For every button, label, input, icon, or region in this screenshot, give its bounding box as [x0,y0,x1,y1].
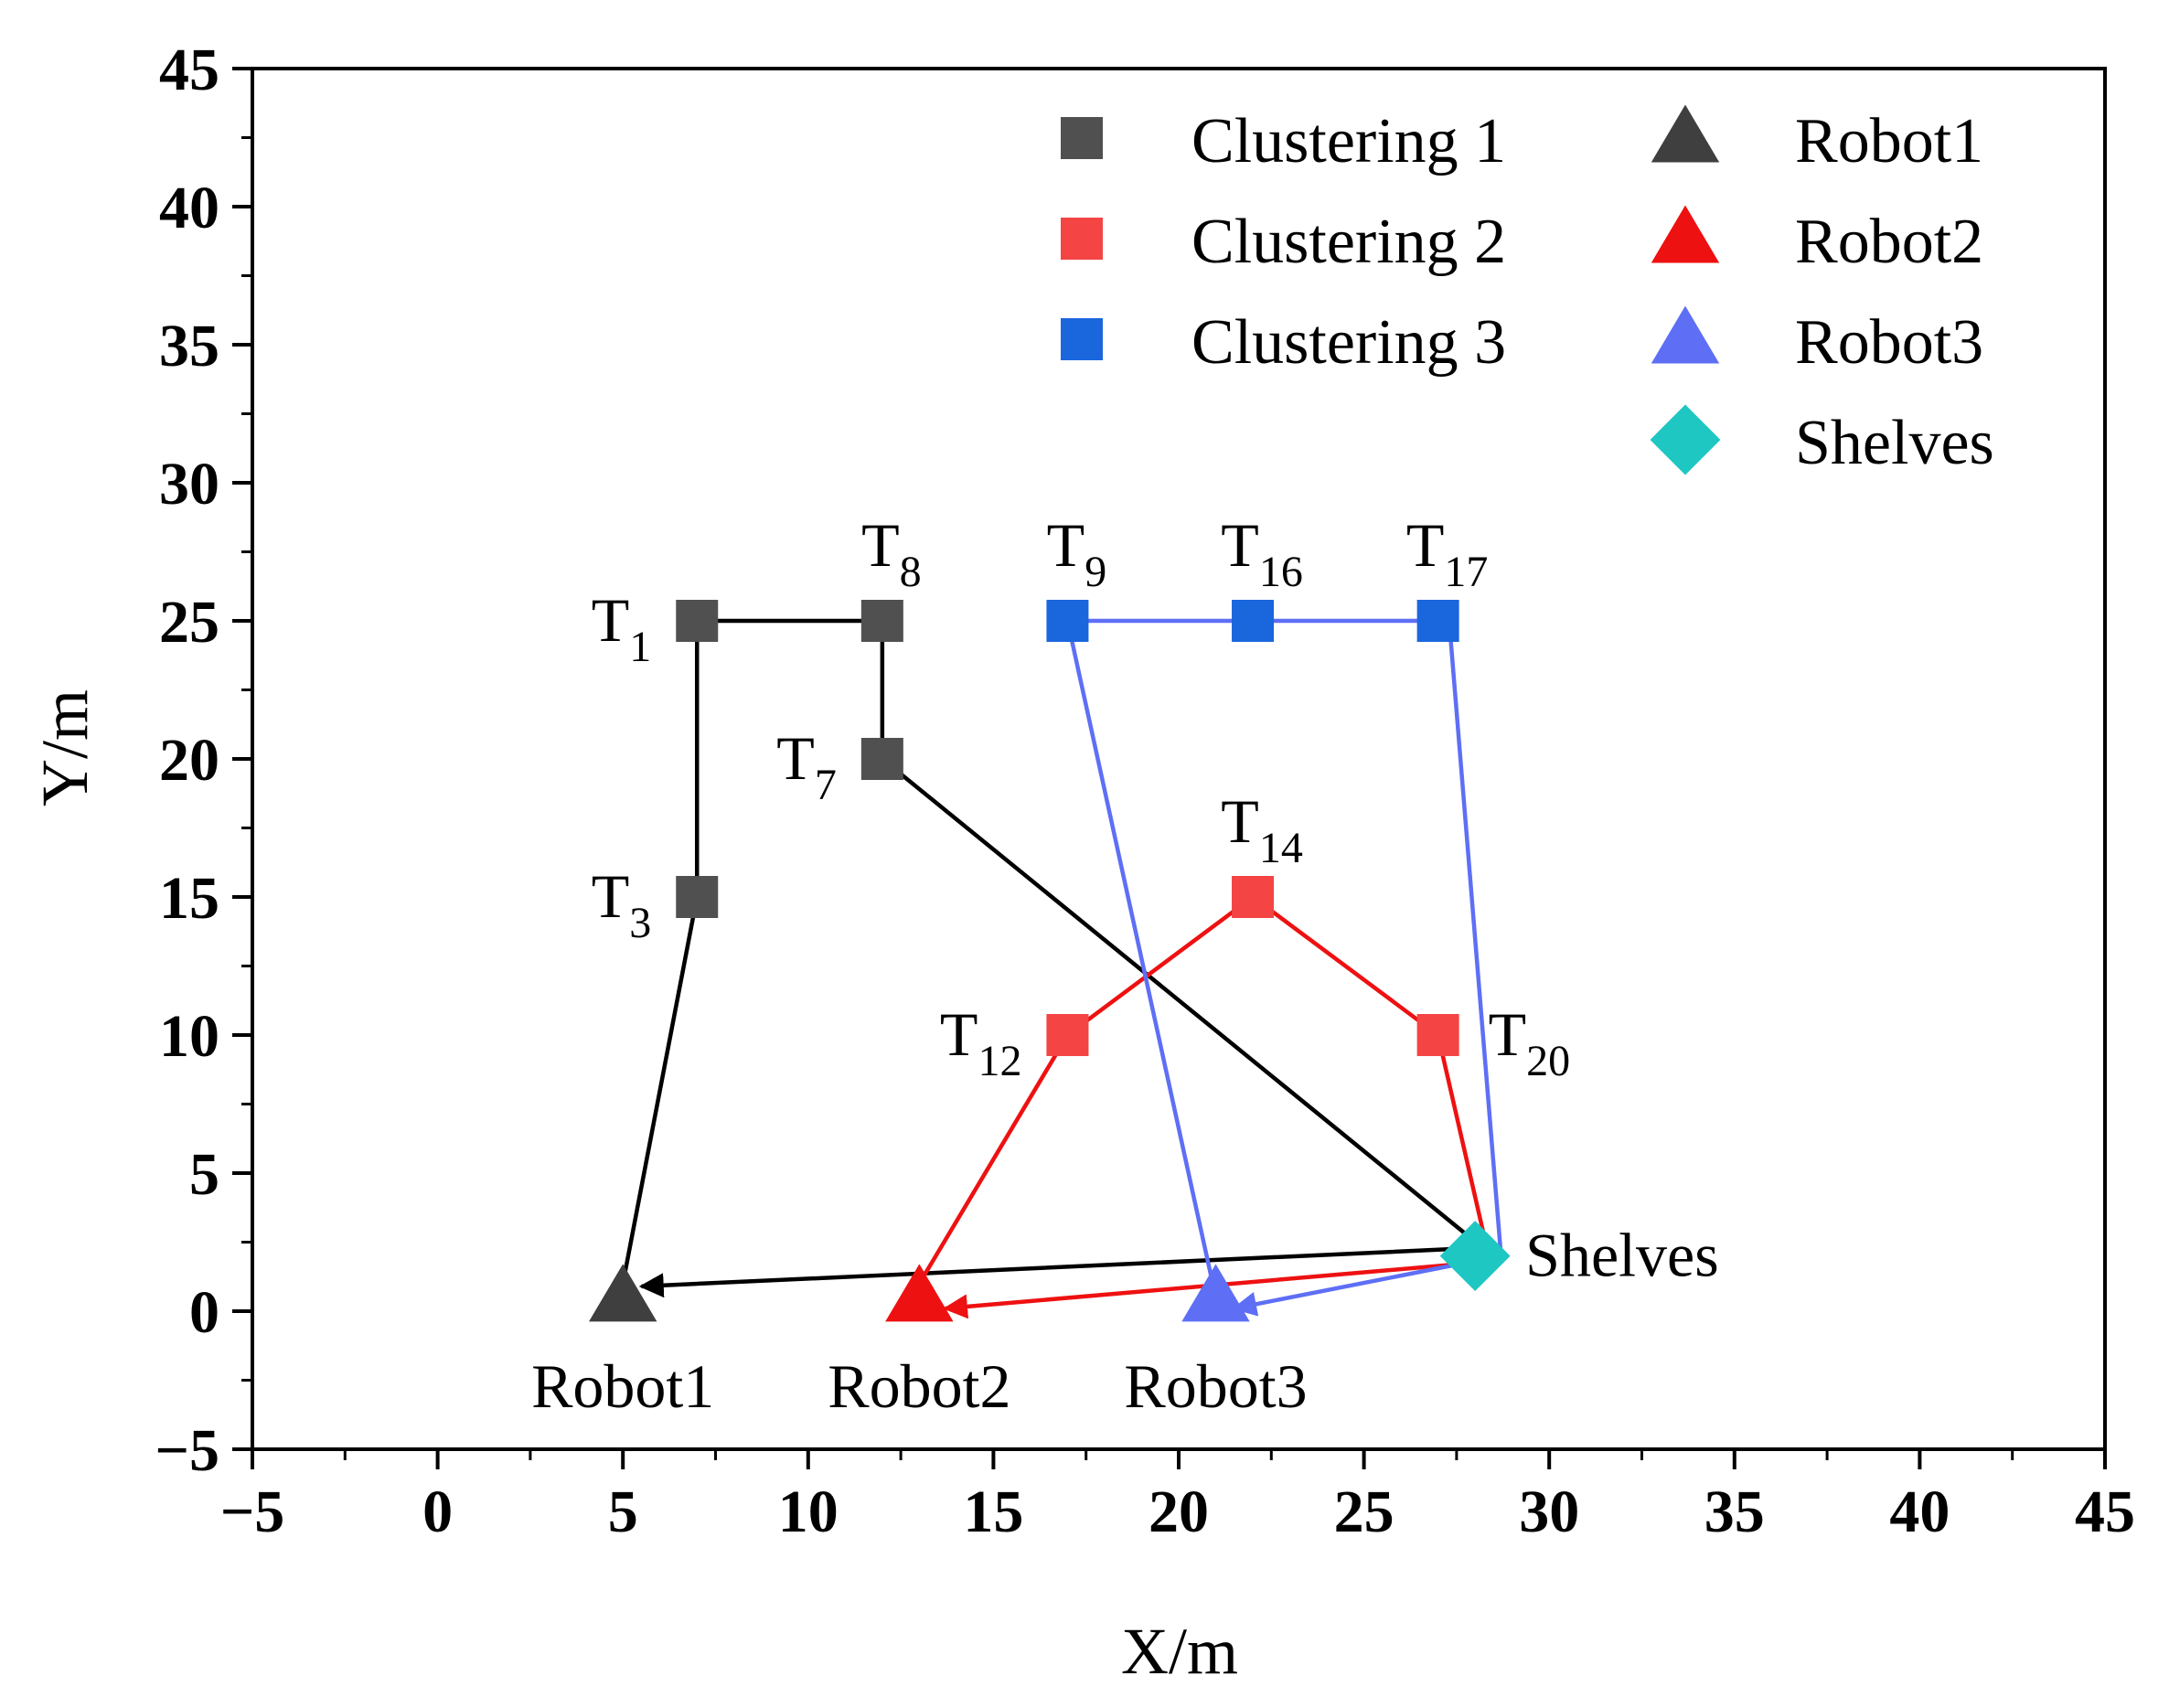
path-robot1 [620,618,1489,1298]
marker-robot2 [885,1264,954,1322]
legend-marker [1651,305,1720,364]
marker-shelves [1439,1221,1511,1292]
point-label: T14 [1221,786,1303,872]
marker-clustering-3 [1416,600,1459,642]
point-label: T12 [940,999,1022,1085]
legend: Clustering 1 Clustering 2 Clustering 3 Robo… [1061,104,1994,478]
x-tick-label: 35 [1704,1478,1765,1545]
x-tick-label: 10 [778,1478,839,1545]
legend-marker [1651,104,1720,163]
x-tick-label: −5 [220,1478,285,1545]
point-label: Robot3 [1124,1351,1307,1421]
point-label: Robot2 [828,1351,1010,1421]
marker-clustering-2 [1232,876,1275,918]
y-tick-label: 40 [159,175,219,241]
point-label: T1 [592,585,652,671]
marker-clustering-1 [676,600,719,642]
y-tick-label: 5 [189,1141,219,1208]
y-tick-label: −5 [155,1417,219,1484]
axes: −5 0 5 10 15 20 25 30 35 40 45 −5 0 5 10 15 20 25 30 35 40 45 [155,37,2135,1545]
legend-marker [1061,318,1103,360]
point-label: T16 [1221,510,1303,596]
point-label: T3 [592,861,652,947]
y-tick-label: 15 [159,865,219,932]
y-tick-label: 10 [159,1003,219,1070]
point-label: T8 [861,510,922,596]
marker-robot3 [1181,1264,1250,1322]
x-tick-label: 15 [963,1478,1023,1545]
legend-marker [1650,404,1721,475]
path-robot2 [917,894,1493,1319]
point-label: Robot1 [531,1351,714,1421]
y-tick-label: 20 [159,727,219,794]
x-axis-title: X/m [1121,1615,1238,1688]
marker-clustering-3 [1046,600,1089,642]
legend-label: Clustering 3 [1191,307,1506,378]
legend-label: Robot3 [1795,307,1983,378]
x-tick-label: 20 [1149,1478,1209,1545]
x-tick-label: 30 [1519,1478,1579,1545]
marker-clustering-1 [860,738,903,780]
marker-clustering-1 [860,600,903,642]
x-tick-label: 25 [1334,1478,1394,1545]
data-points [589,600,1511,1322]
point-label: T17 [1406,510,1489,596]
legend-label: Clustering 2 [1191,207,1506,277]
marker-clustering-2 [1416,1014,1459,1056]
y-axis-title: Y/m [28,689,102,806]
point-label: T7 [776,723,837,809]
robot-paths [620,618,1503,1319]
legend-label: Shelves [1795,408,1994,478]
y-tick-label: 35 [159,313,219,379]
point-label: T20 [1489,999,1571,1085]
marker-clustering-3 [1232,600,1275,642]
y-tick-label: 0 [189,1279,219,1346]
y-tick-label: 25 [159,589,219,656]
marker-clustering-2 [1046,1014,1089,1056]
x-tick-label: 40 [1889,1478,1950,1545]
marker-robot1 [589,1264,657,1322]
legend-label: Clustering 1 [1191,106,1506,176]
x-tick-label: 45 [2075,1478,2135,1545]
y-tick-label: 30 [159,451,219,518]
y-tick-label: 45 [159,37,219,103]
legend-marker [1061,117,1103,159]
x-tick-label: 0 [422,1478,453,1545]
marker-clustering-1 [676,876,719,918]
point-label: Shelves [1525,1221,1719,1290]
x-tick-label: 5 [608,1478,638,1545]
legend-label: Robot2 [1795,207,1983,277]
legend-marker [1651,205,1720,263]
point-label: T9 [1047,510,1107,596]
legend-marker [1061,218,1103,260]
legend-label: Robot1 [1795,106,1983,176]
